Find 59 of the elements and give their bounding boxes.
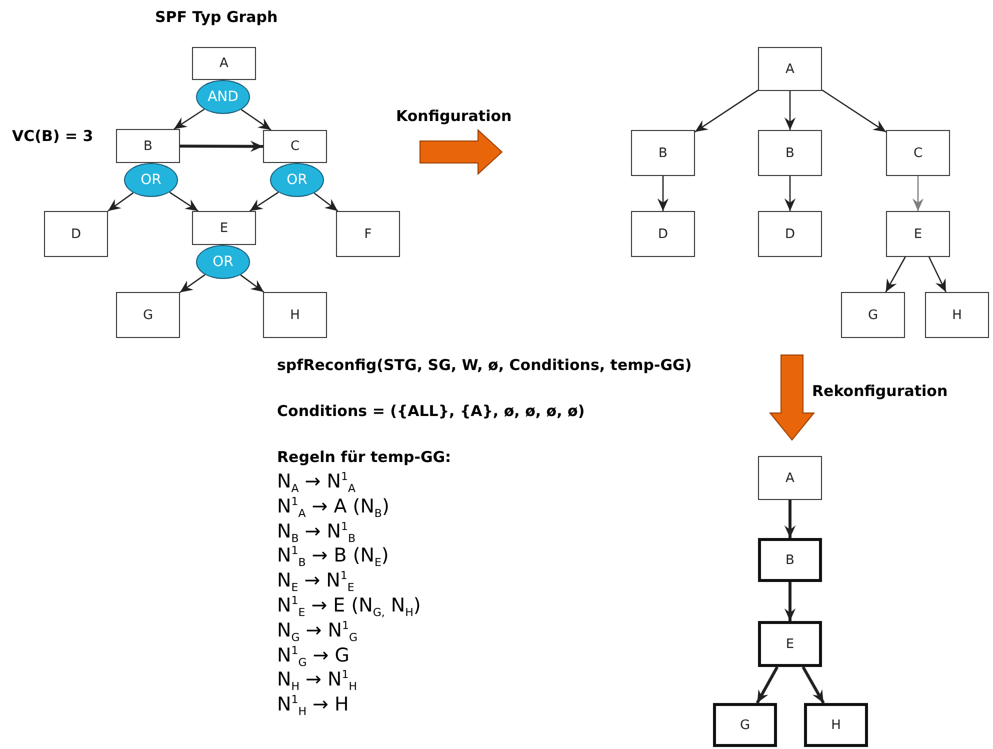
- function-call: spfReconfig(STG, SG, W, ø, Conditions, temp-GG): [277, 356, 692, 374]
- arrow: [694, 90, 758, 132]
- operator-ellipse: OR: [270, 163, 324, 197]
- node-box: B: [758, 538, 822, 582]
- operator-ellipse: AND: [196, 80, 250, 114]
- operator-ellipse: OR: [196, 245, 250, 279]
- arrow: [802, 666, 825, 704]
- arrow: [180, 140, 263, 152]
- arrow: [180, 274, 206, 293]
- arrow: [657, 176, 669, 211]
- arrow: [250, 192, 279, 212]
- node-box: B: [116, 129, 180, 163]
- node-box: G: [841, 292, 905, 338]
- node-box: D: [44, 211, 108, 257]
- arrow: [784, 176, 796, 211]
- conditions-text: Conditions = ({ALL}, {A}, ø, ø, ø, ø): [277, 402, 585, 420]
- rules-heading: Regeln für temp-GG:: [277, 448, 452, 466]
- node-box: C: [263, 130, 327, 163]
- grammar-rule: N$^{1}$$_{E}$ → E (N$_{G,}$ N$_{H}$): [277, 594, 421, 620]
- arrow: [822, 89, 886, 133]
- annotation: VC(B) = 3: [12, 127, 94, 145]
- operator-ellipse: OR: [124, 163, 178, 197]
- arrow: [784, 582, 796, 621]
- node-box: H: [263, 292, 327, 338]
- node-box: B: [758, 130, 822, 176]
- node-box: D: [631, 211, 695, 257]
- node-box: G: [713, 703, 777, 747]
- node-box: F: [336, 211, 400, 257]
- node-box: D: [758, 211, 822, 257]
- node-box: G: [116, 292, 180, 338]
- grammar-rule: N$^{1}$$_{G}$ → G: [277, 644, 350, 669]
- node-box: H: [925, 292, 989, 338]
- arrow: [784, 500, 796, 538]
- step-label: Konfiguration: [396, 107, 512, 125]
- step-label: Rekonfiguration: [812, 382, 948, 400]
- grammar-rule: N$^{1}$$_{A}$ → A (N$_{B}$): [277, 494, 390, 520]
- node-box: H: [804, 703, 868, 747]
- grammar-rule: N$^{1}$$_{H}$ → H: [277, 693, 349, 718]
- arrow: [169, 192, 198, 212]
- node-box: E: [192, 211, 256, 245]
- arrow: [784, 91, 796, 130]
- graph-heading: SPF Typ Graph: [155, 8, 278, 26]
- arrow: [912, 176, 924, 211]
- node-box: E: [886, 211, 950, 257]
- node-box: B: [631, 130, 695, 176]
- arrow: [314, 192, 338, 212]
- node-box: A: [758, 456, 822, 500]
- node-box: C: [886, 130, 950, 176]
- grammar-rule: N$^{1}$$_{B}$ → B (N$_{E}$): [277, 544, 389, 570]
- arrow: [885, 256, 906, 292]
- node-box: A: [758, 47, 822, 91]
- arrow: [240, 274, 264, 293]
- node-box: E: [758, 621, 822, 667]
- arrow: [756, 666, 779, 704]
- arrow: [240, 109, 272, 131]
- node-box: A: [192, 47, 256, 80]
- arrow: [928, 256, 947, 292]
- arrow: [108, 192, 134, 212]
- arrow: [174, 108, 205, 130]
